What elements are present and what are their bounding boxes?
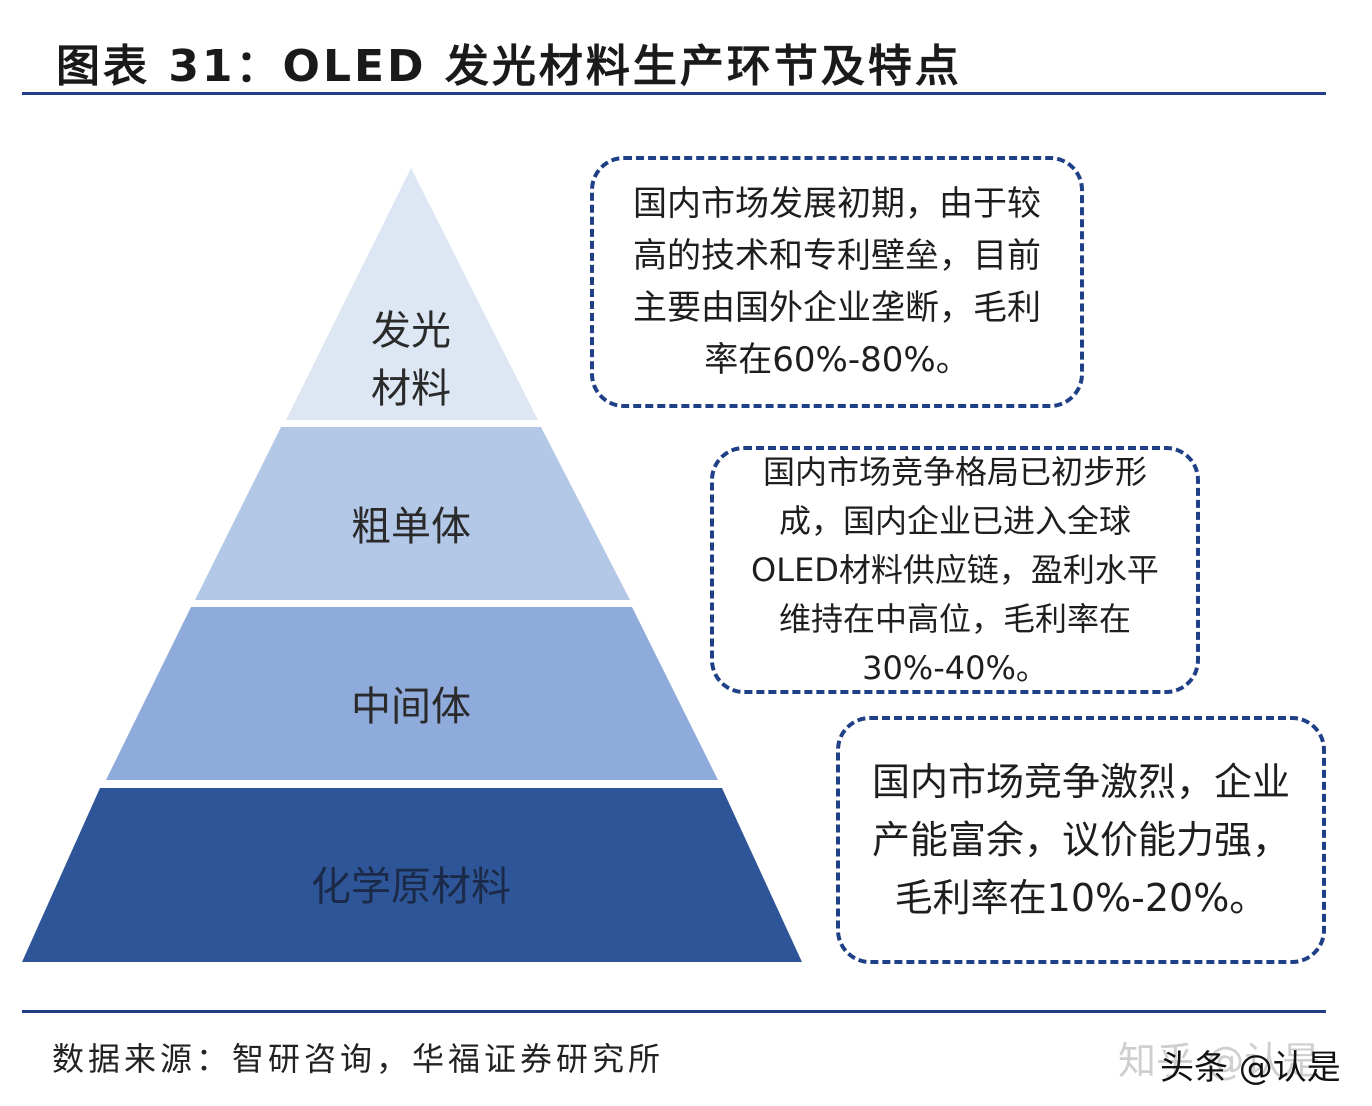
title-divider <box>22 92 1326 95</box>
pyramid-tier-chemical-raw-material <box>22 788 802 962</box>
tier-label-emitting-line2: 材料 <box>371 366 451 412</box>
callout-1-line-2: 高的技术和专利壁垒，目前 <box>633 236 1041 276</box>
callout-2-line-4: 维持在中高位，毛利率在 <box>778 599 1131 638</box>
pyramid-tier-intermediate <box>106 607 718 780</box>
callout-2-line-2: 成，国内企业已进入全球 <box>778 501 1131 540</box>
callout-1-line-1: 国内市场发展初期，由于较 <box>633 184 1041 224</box>
footer-divider <box>22 1010 1326 1013</box>
callout-emitting-material-text: 国内市场发展初期，由于较 高的技术和专利壁垒，目前 主要由国外企业垄断，毛利 率… <box>633 178 1041 386</box>
callout-crude-monomer: 国内市场竞争格局已初步形 成，国内企业已进入全球 OLED材料供应链，盈利水平 … <box>710 446 1200 694</box>
callout-3-line-1: 国内市场竞争激烈，企业 <box>871 760 1290 804</box>
callout-2-line-5: 30%-40%。 <box>862 648 1048 687</box>
tier-label-chemical-raw-material: 化学原材料 <box>311 864 511 910</box>
page-title: 图表 31：OLED 发光材料生产环节及特点 <box>56 41 962 92</box>
callout-3-line-3: 毛利率在10%-20%。 <box>894 876 1268 920</box>
callout-2-line-1: 国内市场竞争格局已初步形 <box>762 452 1147 491</box>
zhihu-watermark: 知乎 @认是 <box>1118 1039 1321 1083</box>
callout-1-line-4: 率在60%-80%。 <box>704 340 970 380</box>
data-source-note: 数据来源：智研咨询，华福证券研究所 <box>52 1040 665 1078</box>
tier-label-emitting-line1: 发光 <box>371 308 451 354</box>
callout-3-line-2: 产能富余，议价能力强， <box>871 818 1290 862</box>
callout-chemical-raw-material: 国内市场竞争激烈，企业 产能富余，议价能力强， 毛利率在10%-20%。 <box>836 716 1326 964</box>
pyramid-tier-emitting-material <box>286 168 538 420</box>
tier-label-crude-monomer: 粗单体 <box>351 504 471 550</box>
callout-chemical-raw-material-text: 国内市场竞争激烈，企业 产能富余，议价能力强， 毛利率在10%-20%。 <box>872 753 1290 927</box>
callout-2-line-3: OLED材料供应链，盈利水平 <box>751 550 1159 589</box>
callout-1-line-3: 主要由国外企业垄断，毛利 <box>633 288 1041 328</box>
tier-label-intermediate: 中间体 <box>351 684 471 730</box>
pyramid-tier-crude-monomer <box>195 427 630 600</box>
toutiao-watermark: 头条 @认是 <box>1160 1048 1341 1088</box>
callout-emitting-material: 国内市场发展初期，由于较 高的技术和专利壁垒，目前 主要由国外企业垄断，毛利 率… <box>590 156 1084 408</box>
callout-crude-monomer-text: 国内市场竞争格局已初步形 成，国内企业已进入全球 OLED材料供应链，盈利水平 … <box>751 448 1159 693</box>
